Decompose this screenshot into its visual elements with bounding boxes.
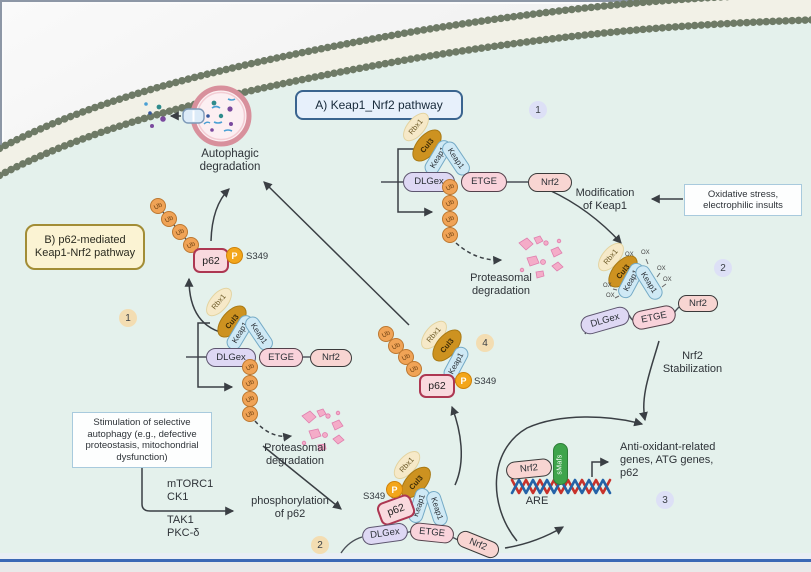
ubiquitin: Ub xyxy=(442,179,458,195)
step-badge-b2: 2 xyxy=(311,536,329,554)
arrow-complex-to-autophagosome xyxy=(263,181,410,326)
degradation-fragments-a xyxy=(518,235,564,279)
are-label: ARE xyxy=(525,495,549,507)
ox-mark: OX xyxy=(641,250,650,256)
degradation-fragments-b xyxy=(301,408,345,452)
arrow-proteasome-b xyxy=(254,420,293,442)
kinase-pkc-delta: PKC-δ xyxy=(167,527,200,539)
step-badge-a3: 3 xyxy=(656,491,674,509)
nrf2-ox: Nrf2 xyxy=(678,295,718,312)
bottom-membrane-edge xyxy=(0,553,811,572)
phospho-site-bottom: S349 xyxy=(363,491,386,502)
phospho-site-s4: S349 xyxy=(474,376,497,387)
ubiquitin: Ub xyxy=(242,406,258,422)
ox-mark: OX xyxy=(606,293,615,299)
ox-mark: OX xyxy=(603,283,612,289)
ubiquitin: Ub xyxy=(442,227,458,243)
phospho-badge-top: P xyxy=(226,247,243,264)
selective-autophagy-note: Stimulation of selective autophagy (e.g.… xyxy=(72,412,212,468)
ubiquitin: Ub xyxy=(242,391,258,407)
arrow-nrf2-to-are xyxy=(495,416,644,542)
smafs: sMafs xyxy=(553,443,568,485)
ubiquitin: Ub xyxy=(378,326,394,342)
ubiquitin: Ub xyxy=(406,361,422,377)
etge-a1: ETGE xyxy=(461,172,507,192)
arrow-proteasome-a xyxy=(455,242,503,265)
ubiquitin: Ub xyxy=(242,375,258,391)
p62-top: p62 xyxy=(193,248,229,273)
step-badge-a2: 2 xyxy=(714,259,732,277)
ubiquitin: Ub xyxy=(442,211,458,227)
phospho-site-top: S349 xyxy=(246,251,269,262)
ox-mark: OX xyxy=(625,252,634,258)
arrow-ubiquitination-a xyxy=(397,148,434,217)
phospho-badge-bottom: P xyxy=(386,481,403,498)
arrow-kinases-to-phosphorylation xyxy=(141,466,235,516)
ox-mark: OX xyxy=(663,277,672,283)
nrf2-a1: Nrf2 xyxy=(528,173,572,192)
arrow-p62-to-autophagosome xyxy=(210,188,230,242)
arrow-nrf2-to-oxidized-complex xyxy=(548,189,622,244)
kinase-mtorc1: mTORC1 xyxy=(167,478,214,490)
arrow-complex-to-p62-keap1 xyxy=(450,405,463,486)
arrow-gene-induction xyxy=(591,457,610,477)
ubiquitin: Ub xyxy=(442,195,458,211)
step-badge-b1: 1 xyxy=(119,309,137,327)
arrow-nrf2-stabilization xyxy=(639,340,660,422)
oxidative-stress-note: Oxidative stress, electrophilic insults xyxy=(684,184,802,216)
p62-s4: p62 xyxy=(419,374,455,398)
ubiquitin: Ub xyxy=(161,211,177,227)
nrf2-b1: Nrf2 xyxy=(310,349,352,367)
phospho-badge-s4: P xyxy=(455,372,472,389)
step-badge-a1: 1 xyxy=(529,101,547,119)
kinase-tak1: TAK1 xyxy=(167,514,194,526)
pathway-a-title-box: A) Keap1_Nrf2 pathway xyxy=(295,90,463,120)
ox-mark: OX xyxy=(657,266,666,272)
ubiquitin: Ub xyxy=(242,359,258,375)
ubiquitin: Ub xyxy=(150,198,166,214)
pathway-b-title-box: B) p62-mediated Keap1-Nrf2 pathway xyxy=(25,224,145,270)
cell-membrane xyxy=(0,0,811,180)
autophagosome xyxy=(144,85,252,147)
arrow-nrf2-release xyxy=(504,526,565,549)
etge-b1: ETGE xyxy=(259,348,303,367)
pathway-a-title: A) Keap1_Nrf2 pathway xyxy=(315,98,443,112)
step-badge-b4: 4 xyxy=(476,334,494,352)
ubiquitin: Ub xyxy=(172,224,188,240)
kinase-ck1: CK1 xyxy=(167,491,189,503)
arrow-to-phospho-complex xyxy=(262,445,342,510)
